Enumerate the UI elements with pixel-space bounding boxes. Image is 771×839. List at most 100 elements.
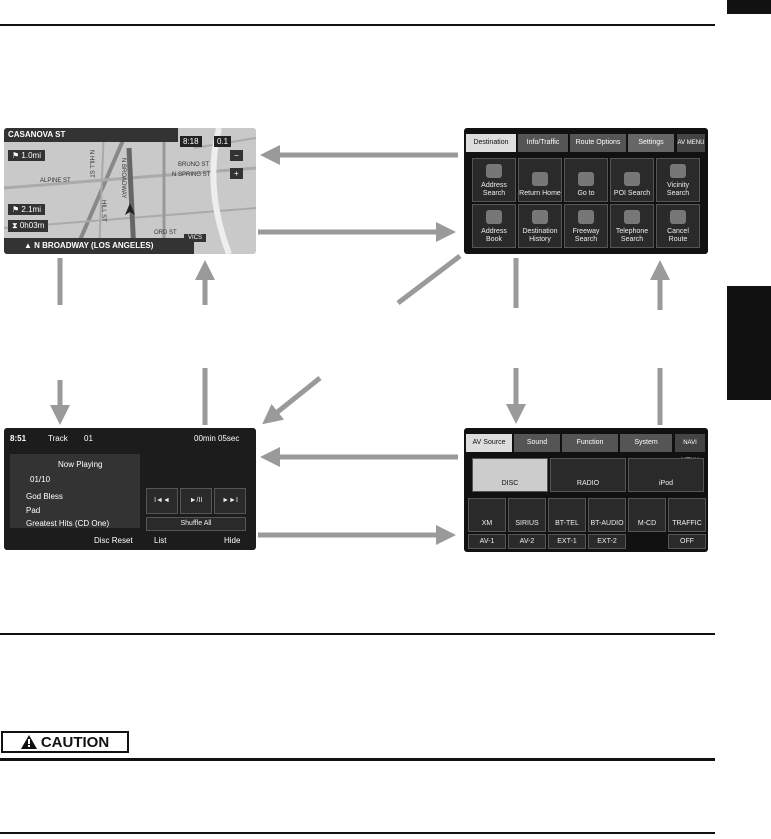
- artist: Pad: [26, 506, 41, 515]
- tab-sound[interactable]: Sound: [514, 434, 560, 452]
- source-ipod-button[interactable]: iPod: [628, 458, 704, 492]
- destination-history-button[interactable]: Destination History: [518, 204, 562, 248]
- track-label: Track: [48, 434, 68, 443]
- eta: ⧗ 0h03m: [8, 220, 49, 232]
- return-home-button[interactable]: Return Home: [518, 158, 562, 202]
- street-label: BRUNO ST: [178, 162, 210, 168]
- source-ext1-button[interactable]: EXT-1: [548, 534, 586, 549]
- clock: 8:18: [180, 136, 202, 147]
- play-pause-button[interactable]: ►/II: [180, 488, 212, 514]
- source-m-cd-button[interactable]: M-CD: [628, 498, 666, 532]
- button-label: SIRIUS: [515, 520, 539, 527]
- bottom-rule: [0, 832, 715, 834]
- track-number: 01: [84, 434, 93, 443]
- caution-rule: [0, 758, 715, 761]
- street-label: N SPRING ST: [172, 172, 211, 178]
- source-xm-button[interactable]: XM: [468, 498, 506, 532]
- button-label: EXT-2: [597, 537, 617, 545]
- eta-value: 0h03m: [19, 221, 45, 230]
- vics-button[interactable]: VICS: [184, 234, 207, 242]
- source-disc-button[interactable]: DISC: [472, 458, 548, 492]
- turn-distance: ⚑ 1.0mi: [8, 150, 45, 161]
- destination-menu: Destination Info/Traffic Route Options S…: [464, 128, 708, 254]
- tab-destination[interactable]: Destination: [466, 134, 516, 152]
- tab-av-menu[interactable]: AV MENU: [677, 134, 705, 152]
- cancel-route-button[interactable]: Cancel Route: [656, 204, 700, 248]
- street-label: N HILL ST: [88, 150, 94, 178]
- cancel-route-icon: [670, 210, 686, 224]
- address-book-button[interactable]: Address Book: [472, 204, 516, 248]
- button-label: M-CD: [637, 520, 657, 527]
- source-av2-button[interactable]: AV-2: [508, 534, 546, 549]
- disc-reset-button[interactable]: Disc Reset: [94, 536, 133, 545]
- vehicle-icon: [125, 203, 135, 215]
- arrow-dest-diagonal: [396, 254, 462, 305]
- button-label: TRAFFIC: [672, 520, 702, 527]
- zoom-in-icon[interactable]: +: [230, 168, 243, 179]
- dest-distance: ⚑ 2.1mi: [8, 204, 45, 215]
- tab-system[interactable]: System: [620, 434, 672, 452]
- button-label: OFF: [680, 537, 694, 545]
- source-bt-audio-button[interactable]: BT-AUDIO: [588, 498, 626, 532]
- section-tab-side: [727, 286, 771, 400]
- prev-track-button[interactable]: I◄◄: [146, 488, 178, 514]
- button-label: DISC: [501, 480, 519, 487]
- tab-route-options[interactable]: Route Options: [570, 134, 626, 152]
- list-button[interactable]: List: [154, 536, 167, 545]
- source-sirius-button[interactable]: SIRIUS: [508, 498, 546, 532]
- mid-rule: [0, 633, 715, 635]
- go-to-button[interactable]: Go to: [564, 158, 608, 202]
- album: Greatest Hits (CD One): [26, 519, 110, 528]
- source-ext2-button[interactable]: EXT-2: [588, 534, 626, 549]
- info-panel: [10, 454, 140, 528]
- address-search-button[interactable]: Address Search: [472, 158, 516, 202]
- button-label: Destination History: [522, 228, 558, 243]
- current-road: ▲ N BROADWAY (LOS ANGELES): [4, 238, 194, 254]
- map-streets: ALPINE ST N BROADWAY N HILL ST BRUNO ST …: [4, 128, 256, 254]
- zoom-out-icon[interactable]: −: [230, 150, 243, 161]
- source-traffic-button[interactable]: TRAFFIC: [668, 498, 706, 532]
- next-track-button[interactable]: ►►I: [214, 488, 246, 514]
- button-label: AV-1: [479, 537, 495, 545]
- source-radio-button[interactable]: RADIO: [550, 458, 626, 492]
- elapsed-time: 00min 05sec: [194, 434, 240, 443]
- address-search-icon: [486, 164, 502, 178]
- tab-settings[interactable]: Settings: [628, 134, 674, 152]
- top-rule: [0, 24, 715, 26]
- cd-player-screen: 8:51 Track 01 00min 05sec Now Playing 01…: [4, 428, 256, 550]
- hide-button[interactable]: Hide: [224, 536, 241, 545]
- player-clock: 8:51: [10, 434, 27, 443]
- warning-icon: [20, 735, 37, 749]
- telephone-search-button[interactable]: Telephone Search: [610, 204, 654, 248]
- street-label: HILL ST: [100, 200, 106, 222]
- street-label: ALPINE ST: [40, 178, 71, 184]
- caution-label: CAUTION: [1, 731, 129, 753]
- source-off-button[interactable]: OFF: [668, 534, 706, 549]
- tab-av-source[interactable]: AV Source: [466, 434, 512, 452]
- button-label: Freeway Search: [572, 228, 600, 243]
- button-label: Telephone Search: [615, 228, 649, 243]
- now-playing: Now Playing: [58, 460, 103, 469]
- vicinity-icon: [670, 164, 686, 178]
- tab-info[interactable]: Info/Traffic: [518, 134, 568, 152]
- current-road-label: N BROADWAY (LOS ANGELES): [34, 241, 154, 250]
- map-screen: CASANOVA ST 8:18 0.1 − + ⚑ 1.0mi ⚑ 2.1mi…: [4, 128, 256, 254]
- button-label: EXT-1: [557, 537, 577, 545]
- button-label: Return Home: [519, 190, 561, 197]
- street-name: CASANOVA ST: [4, 128, 178, 142]
- telephone-icon: [624, 210, 640, 224]
- go-to-icon: [578, 172, 594, 186]
- poi-icon: [624, 172, 640, 186]
- button-label: POI Search: [613, 190, 651, 197]
- shuffle-button[interactable]: Shuffle All: [146, 517, 246, 531]
- scale: 0.1: [214, 136, 232, 147]
- section-tab-top: [727, 0, 771, 14]
- source-bt-tel-button[interactable]: BT-TEL: [548, 498, 586, 532]
- freeway-search-button[interactable]: Freeway Search: [564, 204, 608, 248]
- tab-function[interactable]: Function: [562, 434, 618, 452]
- home-icon: [532, 172, 548, 186]
- poi-search-button[interactable]: POI Search: [610, 158, 654, 202]
- track-count: 01/10: [30, 475, 51, 484]
- source-av1-button[interactable]: AV-1: [468, 534, 506, 549]
- vicinity-search-button[interactable]: Vicinity Search: [656, 158, 700, 202]
